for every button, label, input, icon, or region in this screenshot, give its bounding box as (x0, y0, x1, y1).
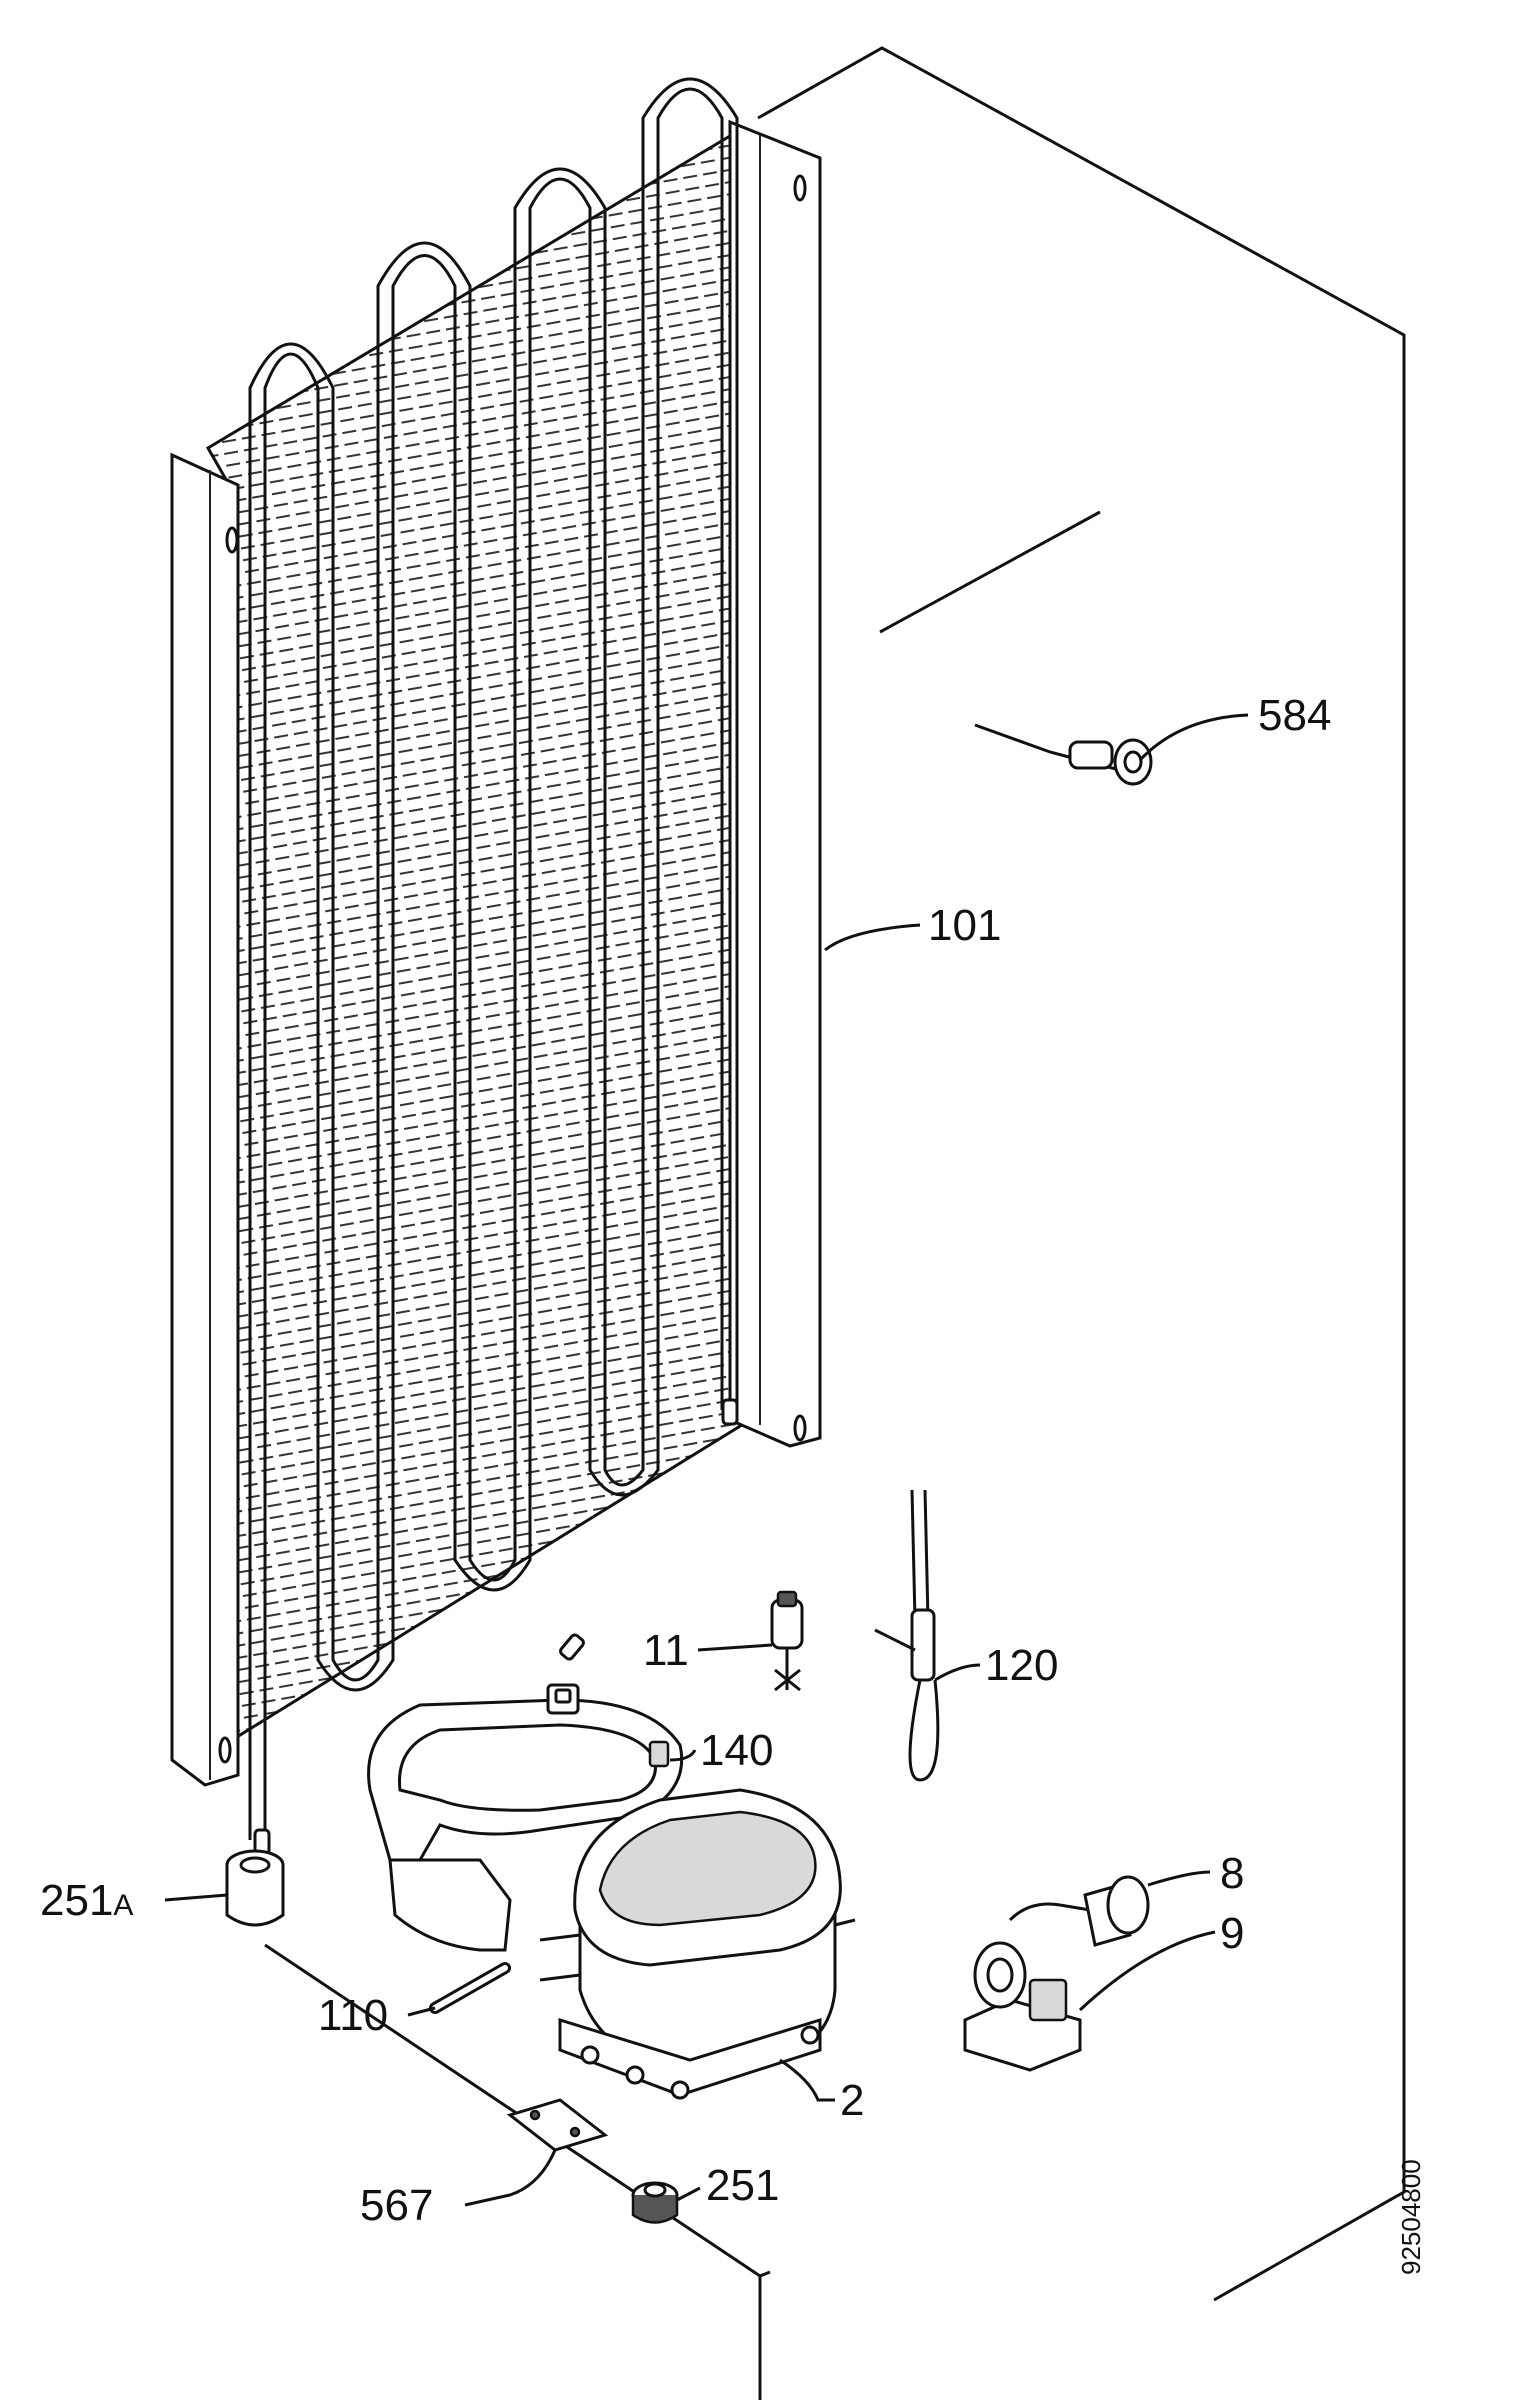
cabinet-outline (264, 46, 1406, 2400)
part-567 (506, 2098, 609, 2152)
part-251 (631, 2181, 679, 2224)
part-251a (225, 1849, 285, 1927)
condenser (170, 77, 822, 1856)
compressor (539, 1788, 856, 2100)
part-120 (874, 1489, 940, 1782)
part-8 (1008, 1875, 1150, 1947)
label-584: 584 (1258, 691, 1331, 740)
label-251: 251 (706, 2161, 779, 2210)
document-id: 92504800 (1396, 2159, 1426, 2275)
label-2: 2 (840, 2076, 864, 2125)
part-584 (974, 723, 1153, 786)
label-8: 8 (1220, 1849, 1244, 1898)
part-labels: 584 101 11 120 140 8 9 251A 110 2 567 25… (40, 691, 1331, 2230)
part-9 (963, 1941, 1082, 2072)
label-567: 567 (360, 2181, 433, 2230)
label-110: 110 (318, 1991, 388, 2040)
label-120: 120 (985, 1641, 1058, 1690)
label-9: 9 (1220, 1909, 1244, 1958)
label-11: 11 (643, 1626, 689, 1675)
part-110 (429, 1962, 511, 2014)
label-101: 101 (928, 901, 1001, 950)
part-11 (770, 1590, 804, 1692)
label-251a: 251A (40, 1876, 133, 1925)
drip-tray (367, 1683, 684, 1952)
label-140: 140 (700, 1726, 773, 1775)
leader-lines (164, 713, 1249, 2207)
